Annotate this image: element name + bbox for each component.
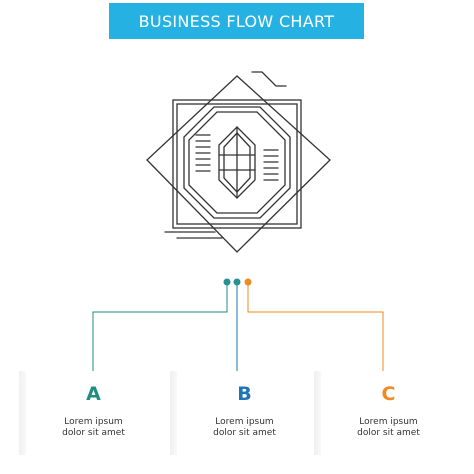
connector-dot-b (233, 278, 241, 286)
square-inner (176, 103, 298, 225)
step-letter: B (237, 383, 252, 405)
step-letter: A (86, 383, 101, 405)
connector-dot-a (223, 278, 231, 286)
step-card-b: B Lorem ipsum dolor sit amet (177, 371, 312, 455)
step-card-c: C Lorem ipsum dolor sit amet (321, 371, 456, 455)
connector-line-c (247, 282, 384, 374)
square-outer (172, 99, 302, 229)
crystal-diamond-frame-icon (146, 71, 331, 253)
diamond-outline (146, 75, 331, 253)
step-card-a: A Lorem ipsum dolor sit amet (26, 371, 161, 455)
header-title: BUSINESS FLOW CHART (138, 11, 335, 31)
connector-dot-c (244, 278, 252, 286)
step-letter: C (381, 383, 396, 405)
octagon-inner (188, 111, 286, 214)
step-description: Lorem ipsum dolor sit amet (62, 417, 125, 438)
header-banner: BUSINESS FLOW CHART (109, 3, 364, 39)
octagon-outer (183, 106, 291, 219)
step-description: Lorem ipsum dolor sit amet (213, 417, 276, 438)
connector-line-a (92, 282, 228, 374)
step-description: Lorem ipsum dolor sit amet (357, 417, 420, 438)
